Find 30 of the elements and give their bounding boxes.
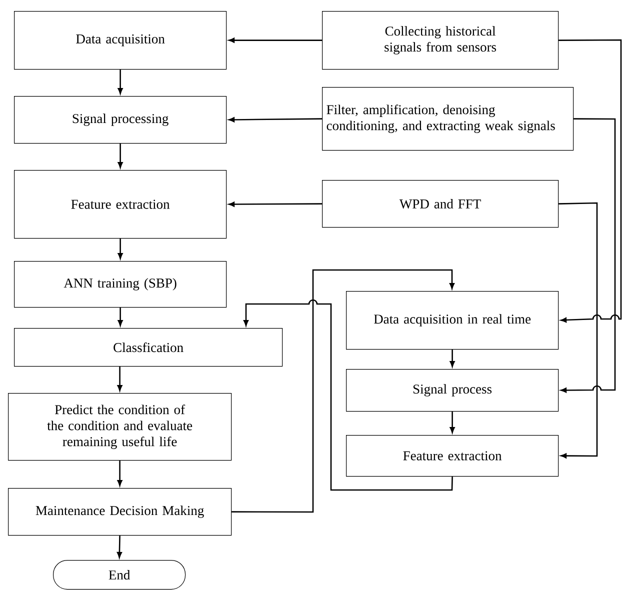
process-box: Maintenance Decision Making	[8, 488, 232, 536]
terminal-box: End	[53, 560, 186, 590]
arrow	[450, 412, 455, 433]
arrow	[118, 238, 123, 259]
process-box: Predict the condition of the condition and evaluate remaining useful life	[8, 393, 232, 461]
process-box: Filter, amplification, denoising conditioning, and extracting weak signals	[322, 87, 574, 151]
arrow	[560, 118, 616, 393]
arrow	[117, 460, 122, 486]
arrow	[116, 536, 122, 558]
process-box: Feature extraction	[14, 170, 227, 239]
arrow	[117, 366, 122, 391]
arrow	[118, 70, 123, 94]
arrow	[558, 202, 598, 458]
arrow	[228, 38, 322, 43]
arrow	[228, 202, 322, 207]
process-box: Signal processing	[14, 96, 227, 144]
process-box: Feature extraction	[346, 435, 559, 477]
arrow	[228, 117, 322, 122]
process-box: Signal process	[346, 369, 559, 412]
process-box: Data acquisition in real time	[346, 291, 559, 350]
process-box: Classfication	[14, 328, 283, 367]
arrow	[450, 350, 455, 367]
process-box: WPD and FFT	[322, 180, 559, 228]
arrow	[118, 308, 123, 326]
process-box: ANN training (SBP)	[14, 261, 227, 308]
arrow	[558, 39, 622, 323]
arrow	[118, 144, 123, 168]
arrow	[232, 269, 455, 513]
process-box: Data acquisition	[14, 11, 227, 70]
process-box: Collecting historical signals from sensors	[322, 11, 559, 70]
